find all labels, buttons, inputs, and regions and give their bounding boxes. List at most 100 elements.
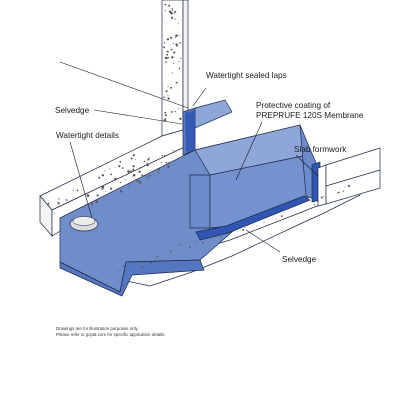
aggregate-speck (130, 157, 133, 160)
concrete-wall (161, 0, 189, 137)
aggregate-speck (119, 160, 122, 163)
concrete-aggregate (47, 3, 351, 272)
selvedge-strips (185, 110, 311, 241)
aggregate-speck (105, 191, 107, 193)
aggregate-speck (189, 246, 191, 248)
aggregate-speck (291, 205, 293, 207)
aggregate-speck (147, 255, 149, 256)
aggregate-speck (216, 230, 218, 232)
aggregate-speck (177, 107, 179, 109)
aggregate-speck (171, 149, 173, 151)
aggregate-speck (170, 12, 173, 15)
aggregate-speck (275, 218, 277, 220)
aggregate-speck (146, 164, 149, 167)
aggregate-speck (167, 97, 170, 100)
aggregate-speck (118, 180, 120, 182)
aggregate-speck (174, 18, 176, 20)
aggregate-speck (155, 257, 157, 259)
aggregate-speck (168, 4, 171, 7)
aggregate-speck (175, 81, 177, 84)
aggregate-speck (152, 173, 154, 175)
aggregate-speck (214, 235, 216, 236)
aggregate-speck (158, 158, 160, 160)
aggregate-speck (170, 48, 173, 51)
aggregate-speck (96, 194, 99, 197)
aggregate-speck (136, 179, 139, 182)
aggregate-speck (164, 10, 166, 12)
aggregate-speck (90, 202, 94, 205)
aggregate-speck (132, 154, 135, 157)
aggregate-speck (138, 170, 141, 173)
aggregate-speck (176, 45, 178, 48)
aggregate-speck (244, 224, 246, 226)
aggregate-speck (174, 150, 176, 152)
aggregate-speck (146, 264, 148, 266)
aggregate-speck (171, 56, 173, 59)
aggregate-speck (139, 167, 141, 169)
aggregate-speck (149, 175, 151, 177)
aggregate-speck (157, 168, 160, 171)
aggregate-speck (161, 155, 164, 157)
aggregate-speck (138, 181, 142, 184)
aggregate-speck (171, 9, 174, 11)
label-protective-coating-line1: Protective coating of (256, 101, 331, 110)
aggregate-speck (242, 228, 245, 231)
label-protective-coating-line2: PREPRUFE 120S Membrane (256, 111, 364, 120)
aggregate-speck (179, 117, 182, 120)
aggregate-speck (177, 22, 179, 24)
aggregate-speck (165, 114, 167, 117)
aggregate-speck (313, 203, 315, 206)
aggregate-speck (122, 265, 125, 267)
aggregate-speck (211, 236, 214, 239)
aggregate-speck (174, 110, 176, 113)
aggregate-speck (143, 160, 146, 163)
aggregate-speck (178, 34, 180, 36)
aggregate-speck (175, 43, 178, 46)
aggregate-speck (172, 164, 174, 166)
aggregate-speck (165, 90, 168, 93)
aggregate-speck (171, 7, 174, 10)
aggregate-speck (166, 53, 169, 56)
aggregate-speck (178, 243, 181, 246)
disclaimer-line-2: Please refer to gcpat.com for specific a… (56, 332, 166, 337)
aggregate-speck (342, 190, 345, 192)
aggregate-speck (129, 170, 132, 173)
aggregate-speck (146, 176, 149, 179)
aggregate-speck (169, 36, 173, 39)
aggregate-speck (170, 16, 174, 19)
aggregate-speck (47, 202, 50, 205)
aggregate-speck (166, 50, 169, 53)
aggregate-speck (114, 177, 117, 181)
aggregate-speck (131, 176, 133, 178)
slab-formwork (317, 147, 381, 207)
aggregate-speck (174, 36, 176, 38)
aggregate-speck (170, 86, 172, 89)
label-watertight-details: Watertight details (56, 131, 119, 140)
aggregate-speck (263, 221, 265, 223)
aggregate-speck (101, 187, 104, 190)
aggregate-speck (114, 166, 116, 168)
aggregate-speck (171, 72, 173, 74)
aggregate-speck (322, 195, 324, 197)
aggregate-speck (98, 176, 101, 179)
aggregate-speck (128, 185, 130, 187)
aggregate-speck (178, 67, 181, 70)
aggregate-speck (167, 86, 169, 88)
aggregate-speck (125, 179, 127, 181)
aggregate-speck (178, 60, 180, 62)
label-selvedge-top: Selvedge (55, 106, 90, 115)
aggregate-speck (337, 191, 340, 194)
aggregate-speck (170, 250, 172, 253)
label-selvedge-bottom: Selvedge (282, 255, 317, 264)
aggregate-speck (237, 224, 239, 226)
aggregate-speck (118, 165, 121, 168)
aggregate-speck (165, 161, 167, 164)
aggregate-speck (157, 172, 159, 174)
aggregate-speck (120, 181, 122, 184)
aggregate-speck (166, 38, 170, 41)
aggregate-speck (173, 51, 176, 54)
aggregate-speck (172, 62, 175, 64)
aggregate-speck (104, 170, 106, 172)
aggregate-speck (86, 194, 90, 197)
